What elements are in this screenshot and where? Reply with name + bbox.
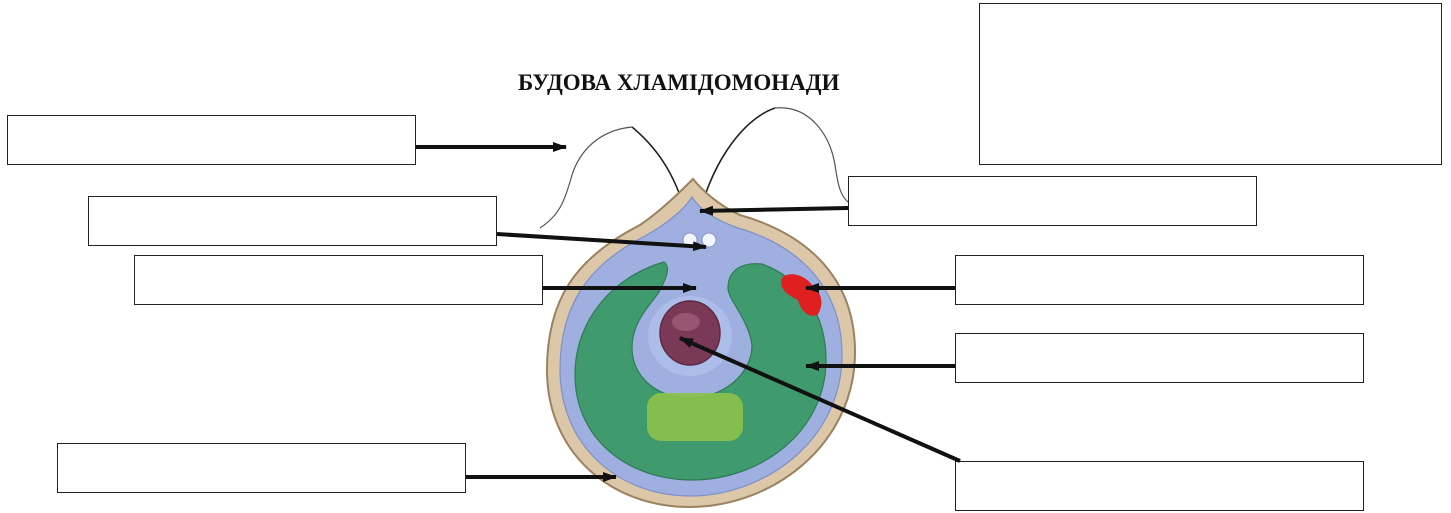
pyrenoid xyxy=(647,393,743,441)
nucleolus-highlight xyxy=(672,313,700,331)
flagellum-right-outer xyxy=(775,108,848,202)
flagellum-left-outer xyxy=(540,127,632,228)
nucleus xyxy=(660,301,720,365)
